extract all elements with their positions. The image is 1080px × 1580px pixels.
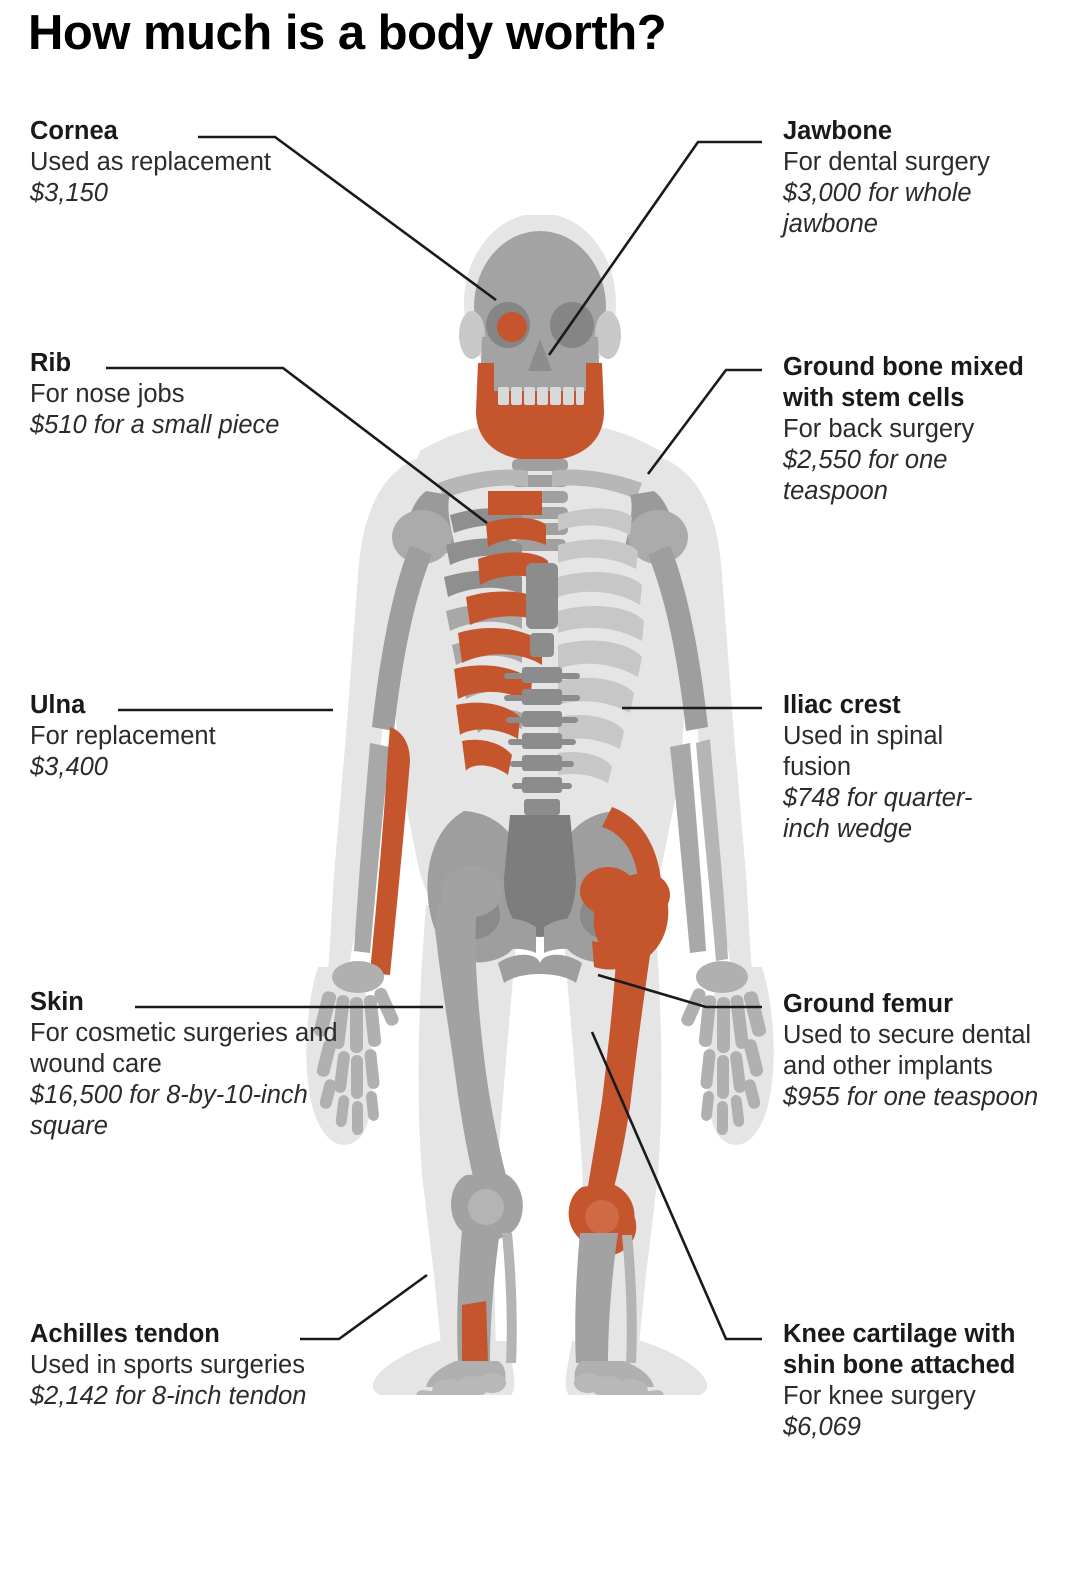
callout-price: $748 for quarter-inch wedge — [783, 784, 973, 844]
callout-price: $3,150 — [30, 179, 108, 208]
callout-title: Ulna — [30, 691, 86, 719]
callout-price: $2,142 for 8-inch tendon — [30, 1382, 307, 1411]
page-title: How much is a body worth? — [28, 6, 667, 60]
sternum — [526, 563, 558, 657]
callout-title: Skin — [30, 988, 84, 1016]
callout-rib[interactable]: Rib For nose jobs $510 for a small piece — [30, 348, 280, 441]
callout-price: $3,400 — [30, 753, 108, 782]
cornea-highlight — [497, 312, 527, 342]
callout-knee-cartilage[interactable]: Knee cartilage with shin bone attached F… — [783, 1319, 1045, 1443]
lumbar-spine — [504, 667, 580, 815]
skeleton-diagram — [306, 215, 774, 1395]
callout-cornea[interactable]: Cornea Used as replacement $3,150 — [30, 116, 280, 209]
arm-bones — [354, 545, 728, 975]
callout-title: Knee cartilage with shin bone attached — [783, 1320, 1016, 1380]
callout-use: For back surgery — [783, 415, 975, 444]
callout-price: $3,000 for whole jawbone — [783, 179, 972, 239]
callout-jawbone[interactable]: Jawbone For dental surgery $3,000 for wh… — [783, 116, 1068, 240]
callout-ulna[interactable]: Ulna For replacement $3,400 — [30, 690, 220, 783]
callout-use: Used in spinal fusion — [783, 722, 944, 782]
callout-use: For dental surgery — [783, 148, 990, 177]
eye-socket-right — [550, 302, 594, 348]
callout-skin[interactable]: Skin For cosmetic surgeries and wound ca… — [30, 987, 370, 1143]
callout-price: $16,500 for 8-by-10-inch square — [30, 1081, 308, 1141]
callout-ground-bone[interactable]: Ground bone mixed with stem cells For ba… — [783, 352, 1058, 508]
callout-title: Ground femur — [783, 990, 953, 1018]
ribcage — [444, 491, 644, 783]
callout-use: Used as replacement — [30, 148, 271, 177]
callout-achilles-tendon[interactable]: Achilles tendon Used in sports surgeries… — [30, 1319, 340, 1412]
ulna-highlight — [370, 727, 410, 975]
feet — [416, 1361, 664, 1395]
callout-use: Used in sports surgeries — [30, 1351, 305, 1380]
callout-title: Ground bone mixed with stem cells — [783, 353, 1024, 413]
callout-use: For cosmetic surgeries and wound care — [30, 1019, 338, 1079]
callout-use: For nose jobs — [30, 380, 185, 409]
callout-use: Used to secure dental and other implants — [783, 1021, 1032, 1081]
jawbone-highlight — [476, 363, 604, 461]
callout-price: $955 for one teaspoon — [783, 1083, 1039, 1112]
callout-price: $2,550 for one teaspoon — [783, 446, 948, 506]
callout-title: Rib — [30, 349, 72, 377]
callout-use: For replacement — [30, 722, 216, 751]
callout-title: Achilles tendon — [30, 1320, 220, 1348]
callout-ground-femur[interactable]: Ground femur Used to secure dental and o… — [783, 989, 1051, 1113]
callout-title: Iliac crest — [783, 691, 901, 719]
achilles-tendon-highlight — [462, 1301, 488, 1361]
callout-use: For knee surgery — [783, 1382, 976, 1411]
callout-price: $510 for a small piece — [30, 411, 280, 440]
callout-price: $6,069 — [783, 1413, 861, 1442]
callout-iliac-crest[interactable]: Iliac crest Used in spinal fusion $748 f… — [783, 690, 1013, 846]
hands — [313, 961, 767, 1135]
callout-title: Jawbone — [783, 117, 893, 145]
callout-title: Cornea — [30, 117, 118, 145]
